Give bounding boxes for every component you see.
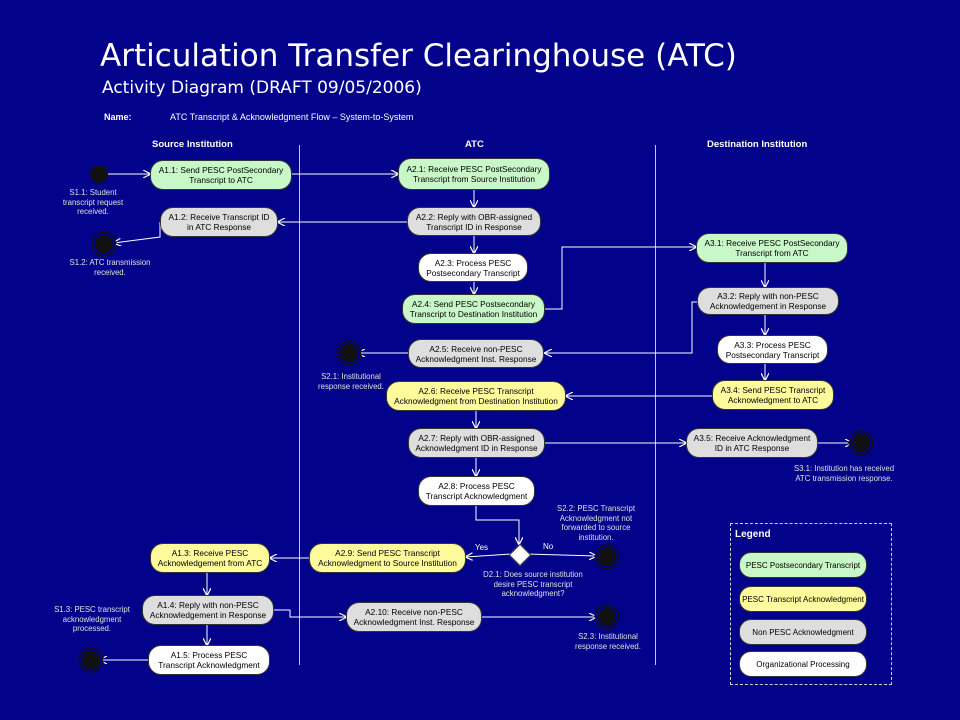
- activity-a2-8[interactable]: A2.8: Process PESC Transcript Acknowledg…: [418, 476, 535, 506]
- note-s3-1: S3.1: Institution has received ATC trans…: [793, 464, 895, 483]
- start-node: [90, 165, 108, 183]
- activity-a2-5[interactable]: A2.5: Receive non-PESC Acknowledgment In…: [408, 339, 544, 368]
- activity-a2-3[interactable]: A2.3: Process PESC Postsecondary Transcr…: [418, 253, 528, 282]
- name-value: ATC Transcript & Acknowledgment Flow – S…: [170, 112, 414, 122]
- flow-arrow: [466, 554, 512, 557]
- activity-a1-5[interactable]: A1.5: Process PESC Transcript Acknowledg…: [148, 645, 270, 675]
- activity-a3-4[interactable]: A3.4: Send PESC Transcript Acknowledgmen…: [712, 380, 834, 410]
- lane-source-institution: Source Institution: [152, 139, 233, 150]
- legend-item-processing: Organizational Processing: [739, 651, 867, 677]
- activity-a2-4[interactable]: A2.4: Send PESC Postsecondary Transcript…: [402, 294, 545, 324]
- note-s2-1: S2.1: Institutional response received.: [318, 372, 384, 391]
- legend-item-transcript: PESC Postsecondary Transcript: [739, 552, 867, 578]
- end-node: [336, 340, 362, 366]
- diagram-subtitle: Activity Diagram (DRAFT 09/05/2006): [102, 78, 422, 98]
- end-node: [91, 231, 117, 257]
- legend-item-non-pesc: Non PESC Acknowledgment: [739, 619, 867, 645]
- lane-divider: [299, 145, 300, 665]
- name-label: Name:: [104, 112, 132, 122]
- end-node: [78, 647, 104, 673]
- activity-a2-6[interactable]: A2.6: Receive PESC Transcript Acknowledg…: [386, 381, 566, 411]
- flow-arrow: [545, 301, 697, 353]
- activity-a3-2[interactable]: A3.2: Reply with non-PESC Acknowledgemen…: [697, 287, 839, 315]
- activity-a3-1[interactable]: A3.1: Receive PESC PostSecondary Transcr…: [696, 233, 848, 263]
- activity-a2-2[interactable]: A2.2: Reply with OBR-assigned Transcript…: [407, 207, 541, 236]
- note-s2-3: S2.3: Institutional response received.: [575, 632, 641, 651]
- flow-arrow: [475, 506, 519, 544]
- note-s2-2: S2.2: PESC Transcript Acknowledgment not…: [557, 504, 635, 542]
- end-node: [594, 604, 620, 630]
- diagram-title: Articulation Transfer Clearinghouse (ATC…: [100, 38, 737, 74]
- note-s1-2: S1.2: ATC transmission received.: [69, 258, 151, 277]
- legend: Legend PESC Postsecondary Transcript PES…: [730, 523, 892, 685]
- note-d2-1: D2.1: Does source institution desire PES…: [483, 570, 583, 598]
- activity-a2-10[interactable]: A2.10: Receive non-PESC Acknowledgment I…: [346, 602, 482, 632]
- lane-atc: ATC: [465, 139, 484, 150]
- activity-a2-1[interactable]: A2.1: Receive PESC PostSecondary Transcr…: [398, 158, 550, 190]
- lane-destination-institution: Destination Institution: [707, 139, 808, 150]
- activity-a1-1[interactable]: A1.1: Send PESC PostSecondary Transcript…: [150, 160, 292, 190]
- flow-arrow: [526, 554, 596, 556]
- flow-arrow: [545, 247, 696, 310]
- note-s1-3: S1.3: PESC transcript acknowledgment pro…: [54, 605, 130, 633]
- end-node: [848, 430, 874, 456]
- activity-a2-9[interactable]: A2.9: Send PESC Transcript Acknowledgmen…: [309, 543, 466, 573]
- activity-a2-7[interactable]: A2.7: Reply with OBR-assigned Acknowledg…: [408, 428, 545, 458]
- end-node: [594, 544, 620, 570]
- legend-title: Legend: [735, 529, 771, 540]
- legend-item-acknowledgment: PESC Transcript Acknowledgment: [739, 586, 867, 612]
- activity-a1-2[interactable]: A1.2: Receive Transcript ID in ATC Respo…: [160, 207, 278, 237]
- guard-no: No: [543, 542, 554, 551]
- flow-arrow: [274, 609, 346, 617]
- activity-a1-4[interactable]: A1.4: Reply with non-PESC Acknowledgemen…: [142, 595, 274, 625]
- note-s1-1: S1.1: Student transcript request receive…: [62, 188, 124, 216]
- activity-a1-3[interactable]: A1.3: Receive PESC Acknowledgement from …: [150, 543, 270, 573]
- activity-a3-3[interactable]: A3.3: Process PESC Postsecondary Transcr…: [717, 335, 828, 364]
- activity-a3-5[interactable]: A3.5: Receive Acknowledgment ID in ATC R…: [686, 428, 818, 458]
- lane-divider: [655, 145, 656, 665]
- guard-yes: Yes: [475, 543, 489, 552]
- flow-arrow: [114, 222, 161, 243]
